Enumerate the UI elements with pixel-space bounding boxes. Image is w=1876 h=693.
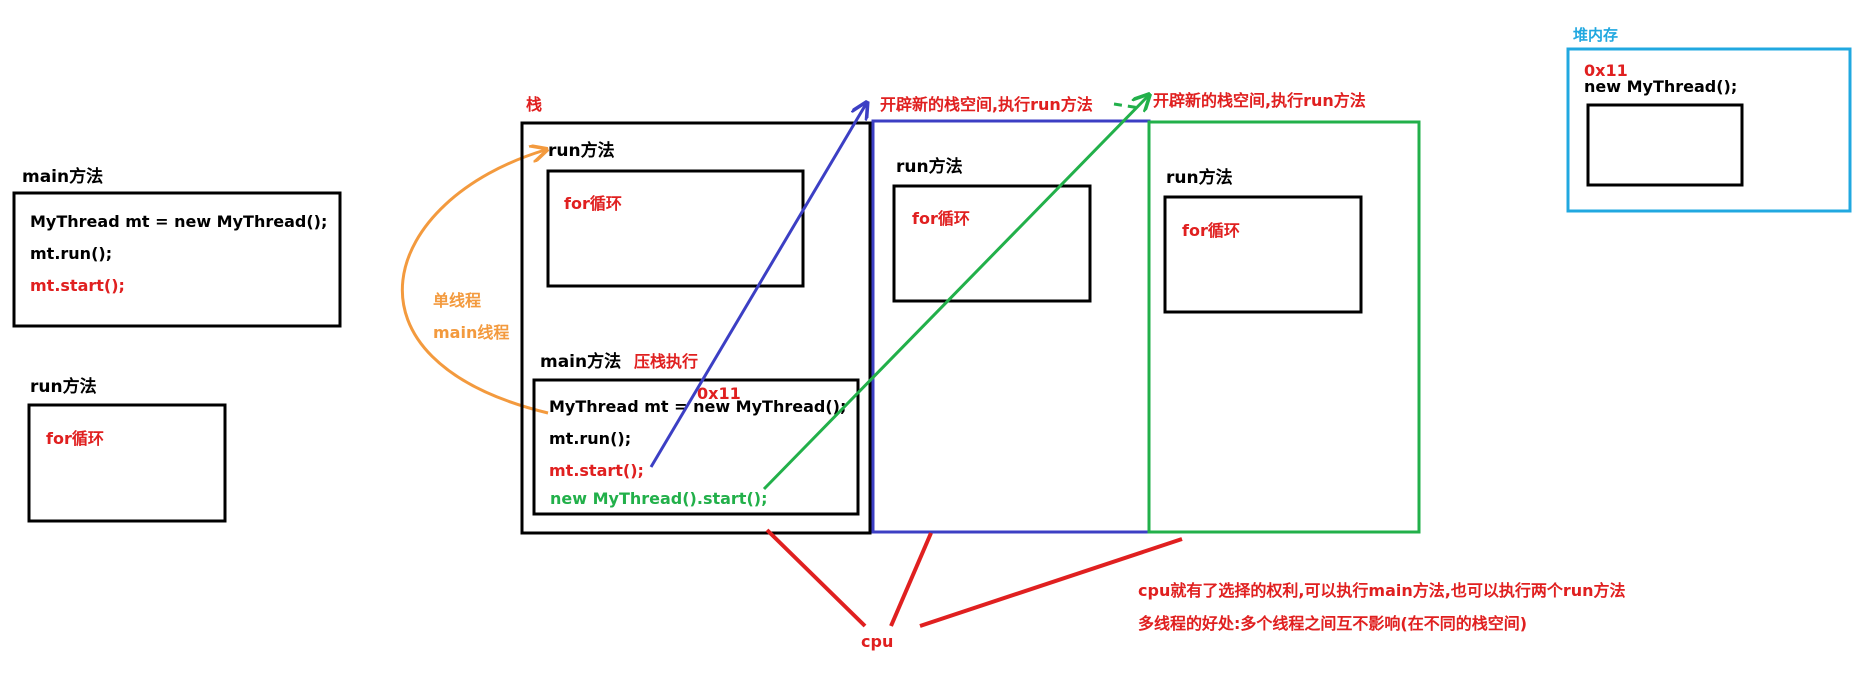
stack-code-line-1: MyThread mt = new MyThread(); [549, 397, 846, 416]
left-main-box [12, 191, 342, 328]
green-stack-run-label: run方法 [1166, 167, 1233, 188]
stack-label: 栈 [526, 95, 542, 114]
heap-object-box [1586, 103, 1744, 187]
cpu-note-1: cpu就有了选择的权利,可以执行main方法,也可以执行两个run方法 [1138, 581, 1626, 600]
main-stack-box [520, 121, 872, 535]
left-code-line-3: mt.start(); [30, 276, 125, 295]
green-start-arrow [762, 96, 1148, 491]
left-run-label: run方法 [30, 376, 97, 397]
blue-stack-caption: 开辟新的栈空间,执行run方法 [880, 95, 1093, 114]
left-for-loop: for循环 [46, 429, 104, 448]
stack-addr: 0x11 [697, 384, 741, 403]
single-thread-label-2: main线程 [433, 323, 509, 342]
green-stack-for-loop: for循环 [1182, 221, 1240, 240]
cpu-label: cpu [861, 632, 893, 651]
green-stack-run-box [1163, 195, 1363, 314]
stack-main-box [532, 378, 860, 516]
blue-stack-for-loop: for循环 [912, 209, 970, 228]
heap-box [1566, 47, 1852, 213]
blue-start-arrow [649, 104, 866, 468]
blue-stack-box [871, 119, 1151, 534]
green-caption-pointer [1113, 102, 1141, 110]
stack-push-note: 压栈执行 [634, 352, 698, 371]
heap-label: 堆内存 [1573, 26, 1618, 44]
stack-run-label: run方法 [548, 140, 615, 161]
stack-code-line-2: mt.run(); [549, 429, 631, 448]
blue-stack-run-box [892, 184, 1092, 303]
stack-code-line-4: new MyThread().start(); [550, 489, 767, 508]
stack-for-loop: for循环 [564, 194, 622, 213]
left-code-line-1: MyThread mt = new MyThread(); [30, 212, 327, 231]
green-stack-caption: 开辟新的栈空间,执行run方法 [1153, 91, 1366, 110]
stack-main-label: main方法 [540, 351, 621, 372]
blue-stack-run-label: run方法 [896, 156, 963, 177]
heap-addr: 0x11 [1584, 61, 1628, 80]
single-thread-arrow [400, 150, 548, 415]
stack-code-line-3: mt.start(); [549, 461, 644, 480]
left-main-label: main方法 [22, 166, 103, 187]
stack-run-box [546, 169, 805, 288]
cpu-line-main-stack [765, 528, 867, 628]
single-thread-label-1: 单线程 [433, 291, 481, 310]
cpu-line-blue-stack [889, 532, 933, 627]
cpu-note-2: 多线程的好处:多个线程之间互不影响(在不同的栈空间) [1138, 614, 1527, 633]
cpu-line-green-stack [919, 537, 1183, 628]
left-run-box [27, 403, 227, 523]
left-code-line-2: mt.run(); [30, 244, 112, 263]
heap-object: new MyThread(); [1584, 77, 1737, 96]
green-stack-box [1147, 120, 1421, 534]
